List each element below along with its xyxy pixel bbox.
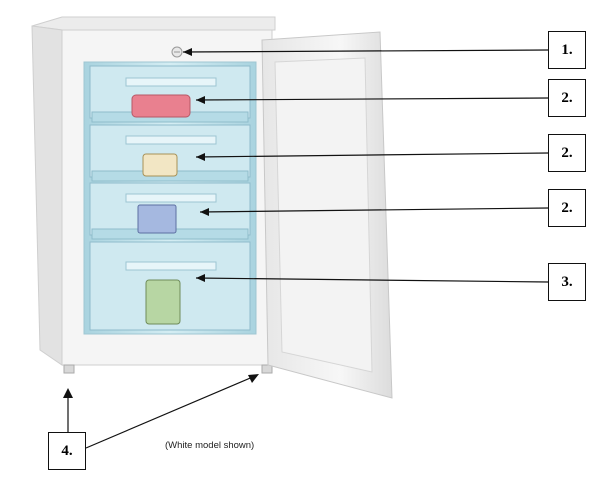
door-inner-panel [274, 57, 373, 373]
leader-line-2b [195, 152, 549, 158]
cabinet-side [31, 25, 63, 366]
drawer-bottom [89, 241, 251, 331]
arrowhead-1 [183, 48, 192, 56]
cabinet-foot-left [63, 364, 75, 374]
arrowhead-4a [63, 388, 73, 398]
callout-4-feet: 4. [48, 432, 86, 470]
callout-4-label: 4. [61, 442, 73, 459]
callout-2-drawer-middle: 2. [548, 134, 586, 172]
drawer-third [89, 182, 251, 240]
food-tub [142, 153, 178, 177]
food-carton [137, 204, 177, 234]
arrowhead-3 [196, 274, 205, 282]
food-jar [145, 279, 181, 325]
figure-caption: (White model shown) [165, 440, 255, 451]
drawer-second [89, 124, 251, 182]
leader-line-4b [85, 375, 256, 449]
callout-3-label: 3. [561, 273, 573, 290]
callout-2-label-a: 2. [561, 89, 573, 106]
leader-line-1 [182, 49, 549, 53]
callout-2-drawer-third: 2. [548, 189, 586, 227]
arrowhead-4b [248, 374, 259, 383]
cabinet-foot-right [261, 364, 273, 374]
thermostat-dial [171, 46, 183, 58]
drawer-top [89, 65, 251, 123]
arrowhead-2a [196, 96, 205, 104]
callout-1-label: 1. [561, 41, 573, 58]
leader-line-3 [195, 277, 549, 283]
arrowhead-2b [196, 153, 205, 161]
arrowheads [63, 48, 259, 398]
food-box [131, 94, 191, 118]
callout-3-bottom-drawer: 3. [548, 263, 586, 301]
leader-line-2a [195, 97, 549, 101]
cabinet-top [31, 16, 276, 31]
leader-lines [67, 49, 549, 449]
arrowhead-2c [200, 208, 209, 216]
callout-2-label-b: 2. [561, 144, 573, 161]
callout-2-drawer-top: 2. [548, 79, 586, 117]
callout-1-thermostat: 1. [548, 31, 586, 69]
leader-line-2c [199, 207, 549, 213]
callout-2-label-c: 2. [561, 199, 573, 216]
